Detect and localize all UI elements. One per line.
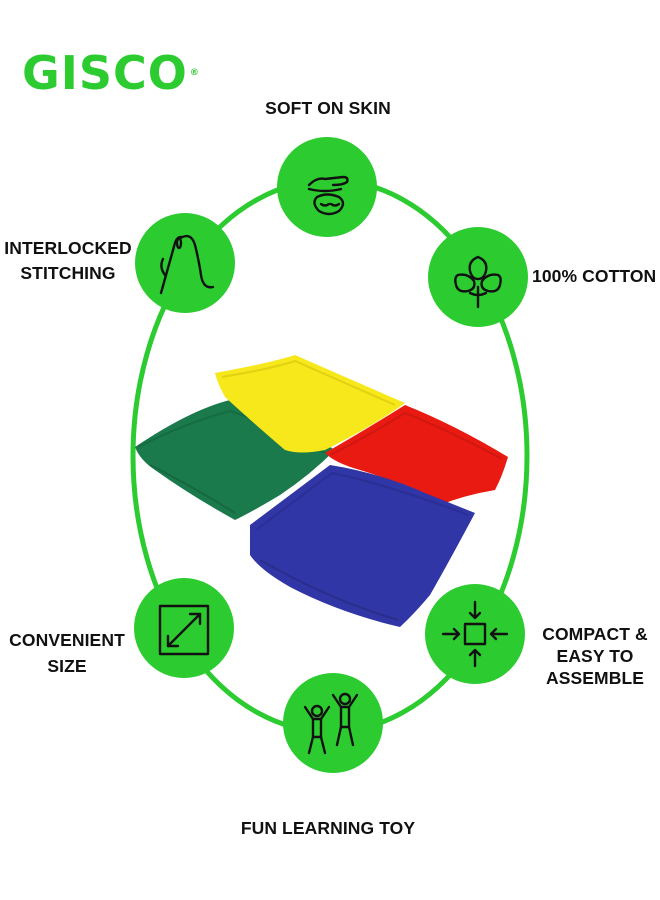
convenient-size-line-1: CONVENIENT: [9, 630, 125, 650]
logo-text: GISCO: [22, 46, 188, 100]
registered-mark: ®: [189, 67, 200, 78]
convenient-size-badge: [134, 578, 234, 678]
compact-label: COMPACT & EASY TO ASSEMBLE: [536, 623, 654, 689]
compact-line-3: ASSEMBLE: [545, 668, 645, 688]
blue-bean-bag: [250, 465, 475, 627]
hand-over-face-icon: [307, 175, 349, 216]
brand-logo: GISCO®: [22, 50, 200, 96]
cotton-text: 100% COTTON: [532, 266, 657, 286]
cotton-label: 100% COTTON: [532, 265, 656, 288]
compress-arrows-icon: [441, 600, 509, 668]
stitching-line-1: INTERLOCKED: [4, 238, 132, 258]
yellow-bean-bag: [215, 355, 405, 453]
stitching-label: INTERLOCKED STITCHING: [2, 236, 134, 286]
soft-on-skin-badge: [277, 137, 377, 237]
convenient-size-label: CONVENIENT SIZE: [4, 627, 130, 679]
bean-bags-image: [135, 355, 508, 627]
cotton-flower-icon: [454, 255, 502, 309]
stitching-line-2: STITCHING: [20, 263, 116, 283]
stitching-badge: [135, 213, 235, 313]
soft-on-skin-label: SOFT ON SKIN: [240, 97, 416, 120]
red-bean-bag: [325, 405, 508, 505]
needle-thread-icon: [159, 234, 215, 295]
compact-line-2: EASY TO: [556, 646, 634, 666]
compact-badge: [425, 584, 525, 684]
jumping-kids-icon: [303, 692, 359, 755]
compact-line-1: COMPACT &: [542, 624, 648, 644]
cotton-badge: [428, 227, 528, 327]
fun-learning-label: FUN LEARNING TOY: [210, 817, 446, 840]
fun-learning-text: FUN LEARNING TOY: [240, 818, 416, 838]
fun-learning-badge: [283, 673, 383, 773]
soft-on-skin-text: SOFT ON SKIN: [265, 98, 391, 118]
convenient-size-line-2: SIZE: [47, 656, 87, 676]
resize-diagonal-icon: [158, 604, 210, 656]
